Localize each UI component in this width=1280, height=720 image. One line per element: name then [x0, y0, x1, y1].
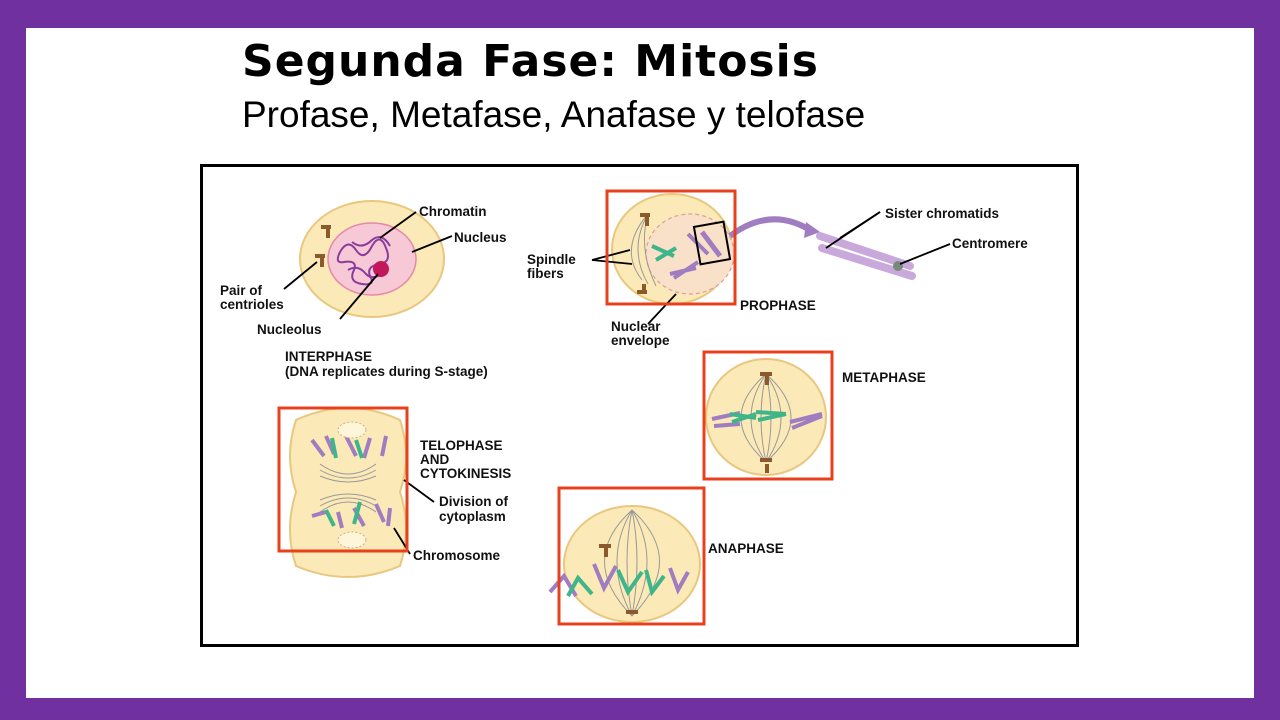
slide-subtitle: Profase, Metafase, Anafase y telofase: [242, 94, 866, 135]
telophase-cell: [289, 407, 407, 578]
chromosome-green-shape: [566, 574, 594, 597]
mitosis-diagram: Chromatin Nucleus Pair of centrioles Nuc…: [200, 164, 1080, 647]
label-envelope: envelope: [611, 333, 670, 348]
label-centromere: Centromere: [952, 236, 1028, 251]
chromosome-green-shape: [330, 437, 364, 459]
label-fibers: fibers: [527, 266, 564, 281]
chromosome-purple-shape: [669, 260, 700, 280]
label-pair-of: Pair of: [220, 283, 263, 298]
label-prophase: PROPHASE: [740, 298, 816, 313]
label-chromosome: Chromosome: [413, 548, 501, 563]
label-spindle: Spindle: [527, 252, 576, 267]
label-cytoplasm: cytoplasm: [439, 509, 506, 524]
label-division-of: Division of: [439, 494, 509, 509]
label-interphase-note: (DNA replicates during S-stage): [285, 364, 488, 379]
centriole-icon: [640, 213, 650, 217]
label-nucleolus: Nucleolus: [257, 322, 322, 337]
chromosome-green-shape: [729, 412, 757, 424]
label-centrioles: centrioles: [220, 297, 284, 312]
centriole-icon: [599, 544, 611, 548]
highlight-box-prophase: [605, 189, 737, 306]
prophase-leader-lines: [591, 211, 951, 325]
label-chromatin: Chromatin: [419, 204, 487, 219]
nucleolus-shape: [373, 261, 389, 277]
centriole-icon: [315, 225, 331, 267]
label-nuclear: Nuclear: [611, 319, 661, 334]
label-and: AND: [420, 452, 449, 467]
prophase-cell: [611, 193, 735, 305]
label-nucleus: Nucleus: [454, 230, 507, 245]
anaphase-cell: [548, 505, 701, 623]
inset-box: [692, 220, 732, 266]
centriole-icon: [760, 372, 772, 376]
chromosome-purple-shape: [310, 435, 388, 459]
label-interphase: INTERPHASE: [285, 349, 372, 364]
chromatin-shape: [336, 238, 389, 286]
nucleus-shape: [327, 222, 417, 296]
highlight-box-metaphase: [702, 350, 834, 481]
highlight-box-telophase: [277, 406, 409, 553]
chromosome-green-shape: [651, 244, 678, 262]
label-metaphase: METAPHASE: [842, 370, 926, 385]
interphase-cell: [299, 200, 445, 318]
zoom-arrow: [728, 216, 812, 239]
interphase-leader-lines: [283, 211, 453, 320]
label-cytokinesis: CYTOKINESIS: [420, 466, 511, 481]
label-sister-chromatids: Sister chromatids: [885, 206, 999, 221]
metaphase-cell: [705, 358, 827, 476]
slide-title: Segunda Fase: Mitosis: [242, 36, 819, 87]
label-telophase: TELOPHASE: [420, 438, 503, 453]
highlight-box-anaphase: [557, 486, 706, 626]
label-anaphase: ANAPHASE: [708, 541, 784, 556]
